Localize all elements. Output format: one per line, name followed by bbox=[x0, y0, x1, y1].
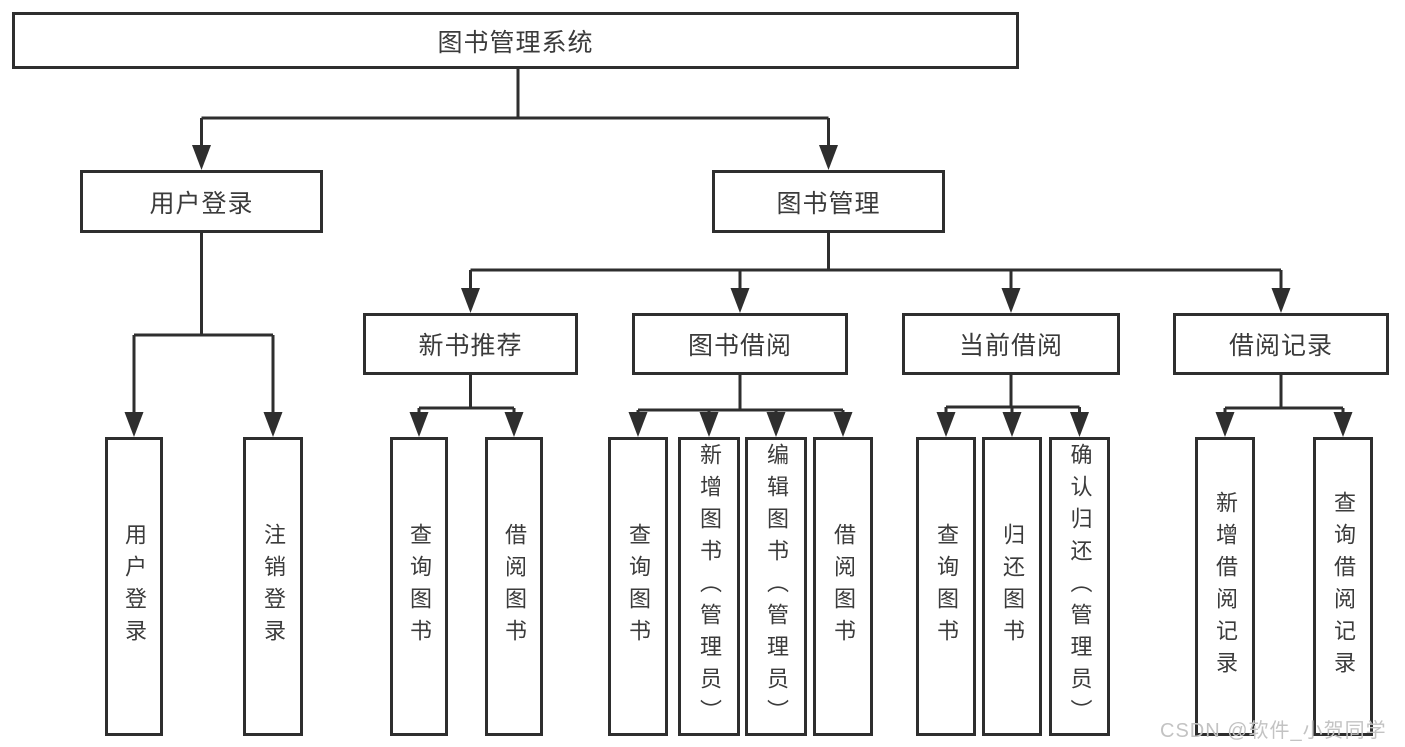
arrowhead-icon bbox=[1001, 288, 1021, 313]
node-label: 查询图书 bbox=[626, 522, 651, 651]
node-current-return: 归还图书 bbox=[982, 437, 1042, 736]
node-root: 图书管理系统 bbox=[12, 12, 1019, 69]
node-records-add: 新增借阅记录 bbox=[1195, 437, 1255, 736]
node-borrow-query: 查询图书 bbox=[608, 437, 668, 736]
arrowhead-icon bbox=[730, 288, 750, 313]
arrowhead-icon bbox=[1002, 412, 1022, 437]
node-rec-borrow: 借阅图书 bbox=[485, 437, 543, 736]
arrowhead-icon bbox=[833, 412, 853, 437]
arrowhead-icon bbox=[936, 412, 956, 437]
node-label: 注销登录 bbox=[261, 522, 286, 651]
node-label: 新增图书（管理员） bbox=[697, 442, 722, 731]
node-borrow-edit: 编辑图书（管理员） bbox=[745, 437, 807, 736]
arrowhead-icon bbox=[124, 412, 144, 437]
node-label: 借阅图书 bbox=[831, 522, 856, 651]
arrowhead-icon bbox=[699, 412, 719, 437]
arrowhead-icon bbox=[819, 145, 838, 170]
node-login: 用户登录 bbox=[80, 170, 323, 233]
arrowhead-icon bbox=[263, 412, 283, 437]
node-label: 借阅图书 bbox=[502, 522, 527, 651]
node-mgmt: 图书管理 bbox=[712, 170, 945, 233]
node-records-query: 查询借阅记录 bbox=[1313, 437, 1373, 736]
arrowhead-icon bbox=[628, 412, 648, 437]
node-label: 查询借阅记录 bbox=[1331, 490, 1356, 683]
watermark: CSDN @软件_小贺同学 bbox=[1160, 720, 1387, 742]
node-label: 归还图书 bbox=[1000, 522, 1025, 651]
node-login-logout: 注销登录 bbox=[243, 437, 303, 736]
node-current-confirm: 确认归还（管理员） bbox=[1049, 437, 1110, 736]
node-borrow-borrow: 借阅图书 bbox=[813, 437, 873, 736]
node-records: 借阅记录 bbox=[1173, 313, 1389, 375]
arrowhead-icon bbox=[1271, 288, 1291, 313]
node-label: 查询图书 bbox=[407, 522, 432, 651]
node-label: 确认归还（管理员） bbox=[1067, 442, 1093, 731]
node-rec: 新书推荐 bbox=[363, 313, 578, 375]
node-rec-query: 查询图书 bbox=[390, 437, 448, 736]
node-label: 查询图书 bbox=[934, 522, 959, 651]
node-current: 当前借阅 bbox=[902, 313, 1120, 375]
node-label: 用户登录 bbox=[122, 522, 147, 651]
node-current-query: 查询图书 bbox=[916, 437, 976, 736]
node-login-user: 用户登录 bbox=[105, 437, 163, 736]
arrowhead-icon bbox=[1333, 412, 1353, 437]
node-borrow: 图书借阅 bbox=[632, 313, 848, 375]
arrowhead-icon bbox=[504, 412, 524, 437]
node-label: 编辑图书（管理员） bbox=[764, 442, 789, 731]
arrowhead-icon bbox=[1070, 412, 1089, 437]
node-borrow-add: 新增图书（管理员） bbox=[678, 437, 740, 736]
arrowhead-icon bbox=[766, 412, 786, 437]
arrowhead-icon bbox=[192, 145, 211, 170]
arrowhead-icon bbox=[1215, 412, 1235, 437]
arrowhead-icon bbox=[409, 412, 429, 437]
node-label: 新增借阅记录 bbox=[1213, 490, 1238, 683]
arrowhead-icon bbox=[461, 288, 480, 313]
